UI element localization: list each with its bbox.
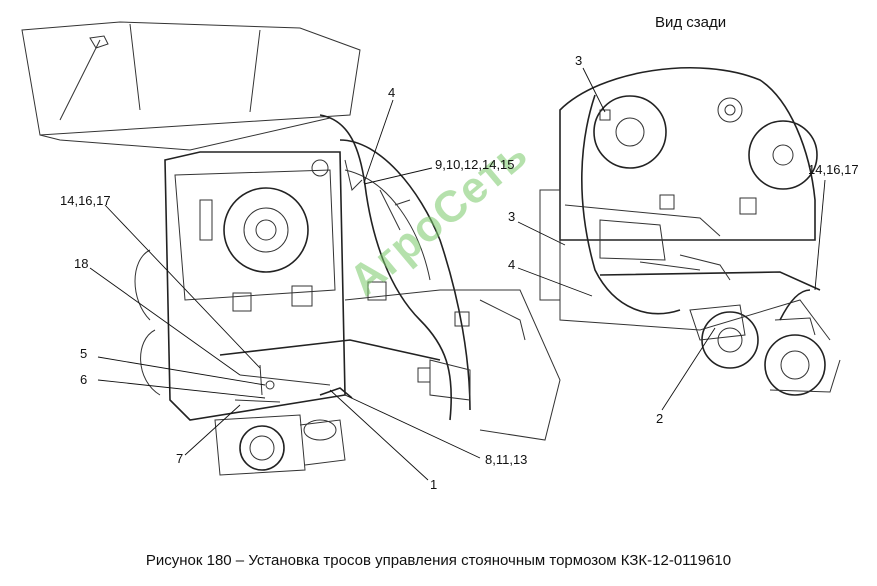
label-left-14-17: 14,16,17 bbox=[60, 193, 111, 208]
label-left-9-15: 9,10,12,14,15 bbox=[435, 157, 515, 172]
label-left-8-13: 8,11,13 bbox=[485, 452, 528, 467]
left-view-machine bbox=[21, 21, 561, 476]
figure-caption: Рисунок 180 – Установка тросов управлени… bbox=[145, 552, 732, 569]
label-right-4: 4 bbox=[508, 257, 516, 272]
label-right-3-mid: 3 bbox=[508, 209, 516, 224]
label-left-7: 7 bbox=[176, 451, 184, 466]
label-left-1: 1 bbox=[430, 477, 438, 492]
view-title: Вид сзади bbox=[655, 14, 727, 31]
label-left-5: 5 bbox=[80, 346, 88, 361]
label-left-18: 18 bbox=[74, 256, 89, 271]
label-right-2: 2 bbox=[656, 411, 664, 426]
label-right-3-top: 3 bbox=[575, 53, 583, 68]
label-left-4: 4 bbox=[388, 85, 396, 100]
label-left-6: 6 bbox=[80, 372, 88, 387]
right-view-machine bbox=[539, 66, 841, 396]
label-right-14-17: 14,16,17 bbox=[808, 162, 859, 177]
leader-lines bbox=[89, 67, 826, 481]
